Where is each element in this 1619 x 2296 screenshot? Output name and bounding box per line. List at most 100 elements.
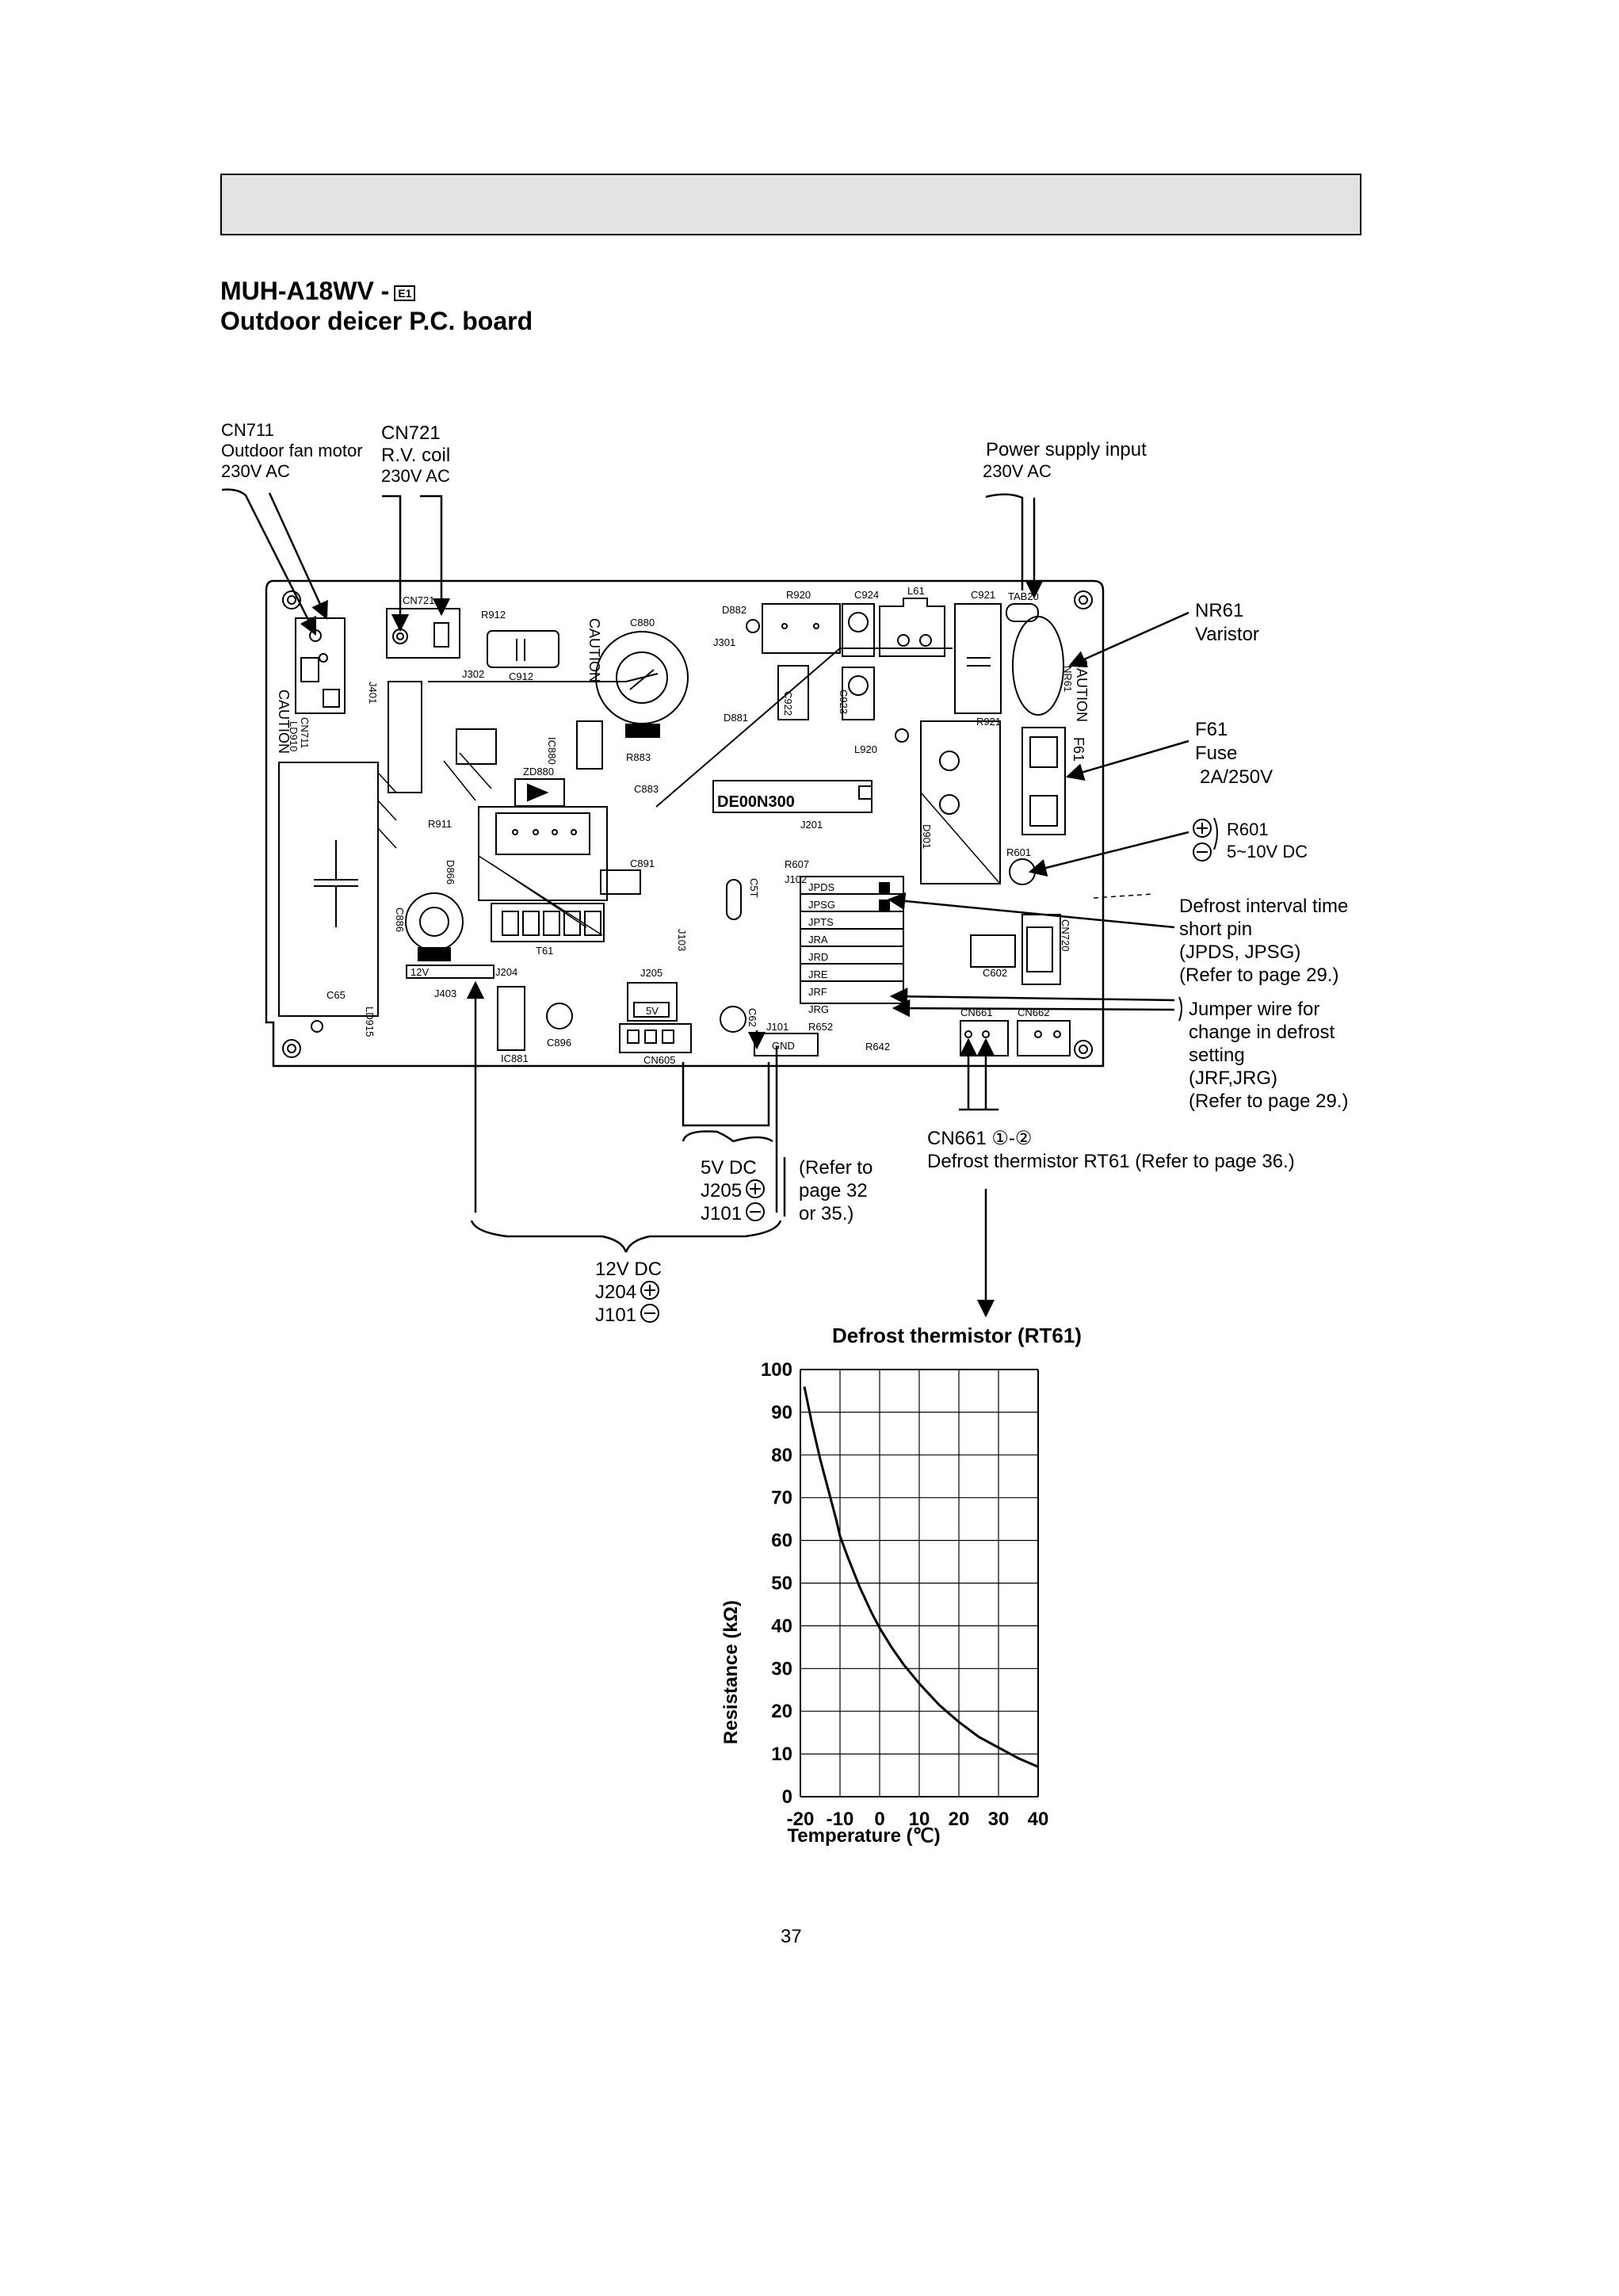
y-tick-100: 100 <box>761 1359 792 1381</box>
board-l920: L920 <box>854 743 877 755</box>
model-title: MUH-A18WV -E1 <box>220 276 416 306</box>
board-jpsg: JPSG <box>808 899 835 911</box>
y-tick-0: 0 <box>782 1786 792 1808</box>
jumper-line3: setting <box>1189 1045 1245 1066</box>
y-tick-40: 40 <box>771 1615 792 1637</box>
board-ic881: IC881 <box>501 1052 529 1064</box>
board-r912: R912 <box>481 609 506 621</box>
chart-xlabel: Temperature (℃) <box>787 1825 940 1847</box>
board-j103: J103 <box>676 929 688 951</box>
board-c924: C924 <box>854 589 879 601</box>
r601-label: R601 <box>1227 819 1269 839</box>
board-jrd: JRD <box>808 951 828 963</box>
v12-line2: J204 <box>595 1282 637 1303</box>
jumper-line1: Jumper wire for <box>1189 999 1320 1020</box>
board-j205: J205 <box>640 967 662 979</box>
refer-line1: (Refer to <box>799 1157 873 1179</box>
y-tick-60: 60 <box>771 1530 792 1552</box>
left-module <box>278 762 397 1017</box>
model-name: MUH-A18WV - <box>220 277 390 305</box>
refer-line3: or 35.) <box>799 1203 854 1224</box>
board-jrg: JRG <box>808 1003 829 1015</box>
board-j302: J302 <box>462 668 484 680</box>
board-r642: R642 <box>865 1041 890 1052</box>
cn721-connector <box>386 608 460 659</box>
board-jra: JRA <box>808 934 828 946</box>
board-d901: D901 <box>921 824 933 849</box>
board-c602: C602 <box>983 967 1007 979</box>
y-tick-20: 20 <box>771 1701 792 1722</box>
power-supply-volt: 230V AC <box>983 461 1052 481</box>
x-tick-0: 0 <box>874 1809 884 1830</box>
defrost-pin-line3: (JPDS, JPSG) <box>1179 942 1301 963</box>
board-jpts: JPTS <box>808 916 834 928</box>
cn711-label: CN711 <box>221 420 274 440</box>
board-r921: R921 <box>976 716 1001 728</box>
cn721-volt: 230V AC <box>381 466 450 486</box>
board-text: CAUTION CAUTION CAUTION DE00N300 CN721 C… <box>276 585 1090 1066</box>
board-j401: J401 <box>367 682 379 704</box>
board-c923: C923 <box>838 690 850 714</box>
board-c65: C65 <box>326 989 346 1001</box>
board-cn720: CN720 <box>1060 919 1071 951</box>
board-title: Outdoor deicer P.C. board <box>220 307 533 335</box>
chart-ylabel: Resistance (kΩ) <box>720 1600 742 1744</box>
board-d882: D882 <box>722 604 746 616</box>
v12-line1: 12V DC <box>595 1259 662 1280</box>
v5-line1: 5V DC <box>701 1157 757 1179</box>
board-l61: L61 <box>907 585 925 597</box>
board-d866: D866 <box>445 860 456 884</box>
v5-line2: J205 <box>701 1180 743 1201</box>
board-c5t: C5T <box>748 878 760 898</box>
model-badge: E1 <box>394 285 416 301</box>
y-tick-30: 30 <box>771 1658 792 1679</box>
cn661-desc: Defrost thermistor RT61 (Refer to page 3… <box>927 1151 1295 1172</box>
board-cn711: CN711 <box>299 717 311 749</box>
board-c62: C62 <box>746 1008 758 1027</box>
board-jpds: JPDS <box>808 881 835 893</box>
mounting-holes <box>282 590 1093 1059</box>
cn711-volt: 230V AC <box>221 461 290 481</box>
board-jrf: JRF <box>808 986 827 998</box>
header-bar <box>220 174 1361 235</box>
board-r607: R607 <box>785 858 809 870</box>
board-zd880: ZD880 <box>523 766 554 777</box>
board-v5: 5V <box>646 1005 659 1017</box>
nr61-label: NR61 <box>1195 600 1244 621</box>
board-c891: C891 <box>630 858 655 869</box>
x-tick-30: 30 <box>988 1809 1010 1830</box>
board-outline <box>265 579 1105 1068</box>
board-v12: 12V <box>410 966 429 978</box>
cn711-desc: Outdoor fan motor <box>221 441 363 460</box>
f61-desc: Fuse <box>1195 743 1238 764</box>
jumper-line5: (Refer to page 29.) <box>1189 1091 1349 1112</box>
polarity-symbols <box>640 819 1212 1323</box>
board-r883: R883 <box>626 751 651 763</box>
x-tick-20: 20 <box>949 1809 970 1830</box>
cn711-connector <box>295 617 346 714</box>
board-c896: C896 <box>547 1037 571 1049</box>
board-j403: J403 <box>434 988 456 999</box>
defrost-pin-line1: Defrost interval time <box>1179 896 1349 917</box>
board-r920: R920 <box>786 589 811 601</box>
defrost-pin-line2: short pin <box>1179 919 1253 940</box>
board-r601: R601 <box>1006 846 1031 858</box>
x-tick--10: -10 <box>827 1809 854 1830</box>
board-gnd: GND <box>772 1040 795 1052</box>
defrost-thermistor-chart: Defrost thermistor (RT61) 01020304050607… <box>720 1324 1082 1847</box>
x-tick-40: 40 <box>1028 1809 1049 1830</box>
f61-label: F61 <box>1195 719 1228 740</box>
board-jre: JRE <box>808 968 828 980</box>
y-tick-90: 90 <box>771 1402 792 1423</box>
board-r911: R911 <box>428 818 452 830</box>
board-c922: C922 <box>782 691 794 716</box>
board-j204: J204 <box>495 966 517 978</box>
cn661-label: CN661 ①-② <box>927 1128 1033 1149</box>
cn721-label: CN721 <box>381 422 441 444</box>
board-ic880: IC880 <box>546 737 558 765</box>
defrost-pin-line4: (Refer to page 29.) <box>1179 965 1339 986</box>
y-tick-50: 50 <box>771 1573 792 1595</box>
